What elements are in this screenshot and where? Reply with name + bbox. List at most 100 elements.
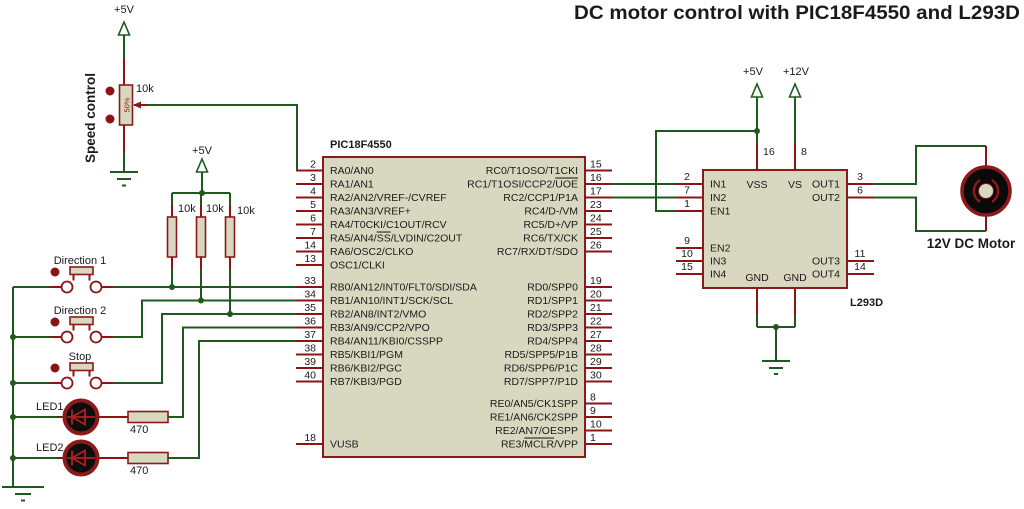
pin-number: 8 <box>590 392 596 404</box>
pin-label: RD6/SPP6/P1C <box>504 363 579 375</box>
resistor-value: 470 <box>130 424 148 436</box>
pin-label: OUT4 <box>812 269 840 281</box>
power-arrow-icon <box>750 81 764 98</box>
pin-label: RD5/SPP5/P1B <box>504 349 578 361</box>
led1: LED1 470 <box>13 326 296 436</box>
pin-label: RC0/T1OSO/T1CKI <box>486 165 578 177</box>
pin-label: VS <box>788 179 802 191</box>
pin-number: 33 <box>304 275 316 287</box>
pin-marker-dot <box>105 86 115 96</box>
wire-led2-to-rb4 <box>168 340 296 459</box>
motor-label: 12V DC Motor <box>927 236 1016 251</box>
pin-label: OUT2 <box>812 192 840 204</box>
pin-label: EN2 <box>710 243 731 255</box>
pin-number: 17 <box>590 186 602 198</box>
pin-number: 20 <box>590 289 602 301</box>
schematic-title: DC motor control with PIC18F4550 and L29… <box>574 3 1020 24</box>
chip-name: L293D <box>850 297 883 309</box>
pin-number: 25 <box>590 226 602 238</box>
pin-label-part: RE3/ <box>501 439 524 451</box>
pot-value-label: 10k <box>136 83 154 95</box>
wire-dir2-to-rb1 <box>113 299 296 338</box>
chip-name: PIC18F4550 <box>330 139 392 151</box>
pin-number: 10 <box>590 419 602 431</box>
ground-icon <box>110 171 138 187</box>
pin-number: 1 <box>684 198 690 210</box>
push-button-direction2: Direction 2 <box>13 299 296 344</box>
pin-marker-dot <box>50 267 60 277</box>
wiper-arrow-icon <box>133 101 141 109</box>
wire-led1-to-rb3 <box>168 326 296 418</box>
pin-number: 26 <box>590 240 602 252</box>
led-label: LED2 <box>36 442 64 454</box>
button-cap <box>69 316 94 326</box>
pin-label: RB5/KBI1/PGM <box>330 349 403 361</box>
ground-icon <box>762 360 790 375</box>
pic-left-pins <box>296 169 323 445</box>
pin-number: 27 <box>590 329 602 341</box>
l293d-ground <box>756 315 796 375</box>
pin-number: 23 <box>590 199 602 211</box>
pin-number: 6 <box>310 213 316 225</box>
l293d-chip: L293D 2 7 1 9 10 15 3 6 11 14 16 8 IN1 I… <box>676 143 883 315</box>
pot-body <box>118 84 134 126</box>
pin-label: OSC1/CLKI <box>330 260 385 272</box>
pin-number: 36 <box>304 316 316 328</box>
resistor-value: 470 <box>130 465 148 477</box>
l293d-supplies: +5V +12V <box>655 66 810 212</box>
pin-number: 13 <box>304 253 316 265</box>
wire-pot-to-ra0 <box>148 104 298 171</box>
pin-number: 18 <box>304 432 316 444</box>
pin-number: 19 <box>590 275 602 287</box>
pin-number: 4 <box>310 186 316 198</box>
ground-icon <box>2 486 44 502</box>
pin-label: RE3/MCLR/VPP <box>501 439 578 451</box>
pin-number: 8 <box>801 146 807 158</box>
pin-label: OUT1 <box>812 179 840 191</box>
pin-label: RD3/SPP3 <box>527 322 578 334</box>
pin-number: 21 <box>590 302 602 314</box>
pin-number: 7 <box>684 185 690 197</box>
pin-label: RC5/D+/VP <box>523 219 578 231</box>
speed-control-caption: Speed control <box>83 73 98 163</box>
pin-number: 9 <box>590 405 596 417</box>
resistor-r1 <box>166 216 178 258</box>
pot-supply-label: +5V <box>114 4 135 16</box>
wire-5v-to-en1 <box>655 130 757 212</box>
pin-label: RC7/RX/DT/SDO <box>497 246 578 258</box>
pin-label: RA5/AN4/SS/LVDIN/C2OUT <box>330 233 463 245</box>
pin-number: 37 <box>304 329 316 341</box>
pin-number: 6 <box>857 185 863 197</box>
pin-number: 3 <box>857 171 863 183</box>
button-cap <box>69 266 94 276</box>
pot-wiper-percent: 50% <box>123 97 132 112</box>
wire-out1-to-motor <box>874 145 986 185</box>
led-label: LED1 <box>36 401 64 413</box>
resistor-r2 <box>195 216 207 258</box>
pin-label-part: /LVDIN/C2OUT <box>391 233 463 245</box>
pin-label: IN1 <box>710 179 727 191</box>
button-label: Stop <box>69 351 92 363</box>
pin-number: 29 <box>590 356 602 368</box>
pin-label: RA3/AN3/VREF+ <box>330 206 411 218</box>
pin-label: RC4/D-/VM <box>524 206 578 218</box>
pin-number: 14 <box>854 261 866 273</box>
pin-label: RA0/AN0 <box>330 165 374 177</box>
pin-number: 30 <box>590 370 602 382</box>
pin-label-part: RA5/AN4/ <box>330 233 377 245</box>
button-label: Direction 1 <box>54 255 107 267</box>
motor-brush-arc <box>991 178 1000 204</box>
pin-marker-dot <box>50 317 60 327</box>
pic-right-pins <box>585 169 612 445</box>
resistor-value: 10k <box>237 205 255 217</box>
ground-rail <box>2 287 44 502</box>
pin-label: RE2/AN7/OESPP <box>495 425 578 437</box>
pin-label: RB4/AN11/KBI0/CSSPP <box>330 336 443 348</box>
pin-number: 39 <box>304 356 316 368</box>
pin-label-overline: SS <box>377 233 391 245</box>
pin-label-part: RC1/T1OSI/CCP2/ <box>467 179 555 191</box>
led2: LED2 470 <box>13 340 296 477</box>
pin-number: 9 <box>684 235 690 247</box>
push-button-direction1: Direction 1 <box>13 255 296 294</box>
